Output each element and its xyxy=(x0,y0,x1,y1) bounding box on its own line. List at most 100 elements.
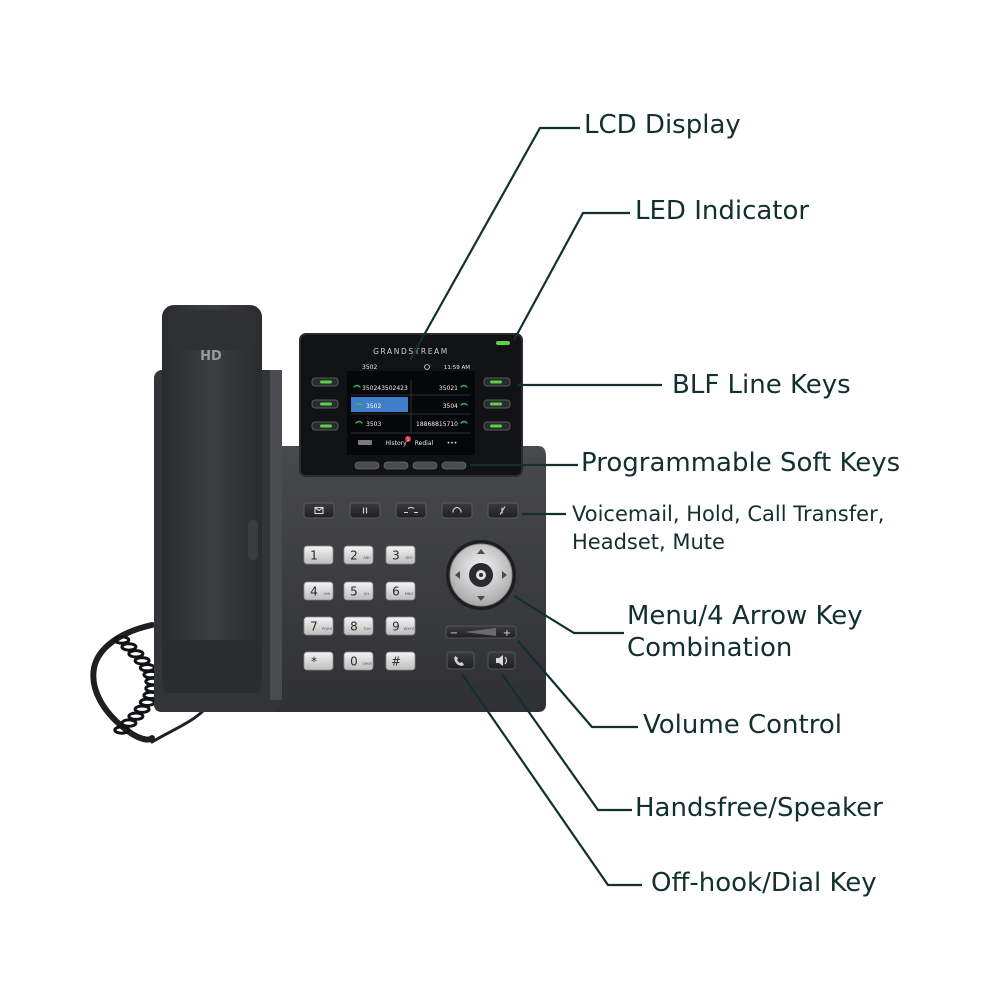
speaker-icon xyxy=(496,655,503,666)
cord-coil-loop xyxy=(138,663,156,673)
blf-key-right-3[interactable] xyxy=(483,421,511,431)
blf-key-right-1[interactable] xyxy=(483,377,511,387)
leader-menu-arrow xyxy=(513,595,624,635)
leader-off-hook xyxy=(461,673,642,887)
blf-led xyxy=(490,380,502,384)
cord-coil-loop xyxy=(127,711,145,721)
key-letters: ABC xyxy=(363,556,371,560)
label-programmable-soft-keys: Programmable Soft Keys xyxy=(581,448,901,478)
blf-key-left-2[interactable] xyxy=(311,399,339,409)
mute-icon xyxy=(499,506,506,515)
leader-led-indicator xyxy=(513,211,630,341)
leader-handsfree xyxy=(501,673,632,812)
key-digit: 8 xyxy=(350,620,358,634)
envelope-icon xyxy=(314,506,324,515)
volume-minus-icon: − xyxy=(450,628,458,639)
label-menu-arrow: Menu/4 Arrow Key Combination xyxy=(627,601,863,664)
label-menu-arrow-line1: Menu/4 Arrow Key xyxy=(627,601,863,631)
brand-logo: GRANDSTREAM xyxy=(373,347,449,356)
lcd-top-line: 3502 xyxy=(362,364,377,371)
handsfree-speaker-key[interactable] xyxy=(487,651,516,670)
mute-key[interactable] xyxy=(487,502,519,519)
leader-lcd-display xyxy=(409,126,580,361)
key-digit: 3 xyxy=(392,549,400,563)
softkey-history: History xyxy=(385,440,407,447)
key-letters: PQRS xyxy=(322,627,332,631)
keypad-key-star[interactable]: * xyxy=(303,651,334,671)
led-indicator xyxy=(496,341,510,345)
blf-key-left-3[interactable] xyxy=(311,421,339,431)
key-digit: 1 xyxy=(310,549,318,563)
leader-lines xyxy=(409,126,662,887)
cord-coil-loop xyxy=(113,635,131,645)
arrow-down-icon[interactable] xyxy=(477,596,485,601)
key-digit: * xyxy=(311,655,317,669)
key-digit: 5 xyxy=(350,585,358,599)
base-top-ridge xyxy=(270,370,282,700)
soft-key-3[interactable] xyxy=(412,461,438,470)
headset-key[interactable] xyxy=(441,502,473,519)
leader-volume-control xyxy=(517,640,638,729)
softkey-redial: Redial xyxy=(415,440,434,447)
blf-led xyxy=(490,402,502,406)
line-status-icons xyxy=(353,384,468,424)
key-digit: 4 xyxy=(310,585,318,599)
key-letters: MNO xyxy=(405,592,414,596)
key-letters: GHI xyxy=(324,592,331,596)
lcd-line-right-1: 35021 xyxy=(439,385,458,392)
arrow-right-icon[interactable] xyxy=(502,571,507,579)
blf-line-keys xyxy=(311,377,511,431)
soft-key-2[interactable] xyxy=(383,461,409,470)
label-blf-line-keys: BLF Line Keys xyxy=(672,370,851,400)
cord-coil-loop xyxy=(120,642,138,652)
transfer-icon xyxy=(404,506,418,514)
voicemail-key[interactable] xyxy=(303,502,335,519)
off-hook-dial-key[interactable] xyxy=(446,651,475,670)
label-handsfree-speaker: Handsfree/Speaker xyxy=(635,793,883,823)
softkey-more: ••• xyxy=(447,440,458,447)
pause-icon xyxy=(362,507,368,514)
history-badge: 1 xyxy=(407,437,410,442)
hold-key[interactable] xyxy=(349,502,381,519)
soft-key-1[interactable] xyxy=(354,461,380,470)
key-digit: 6 xyxy=(392,585,400,599)
key-letters: DEF xyxy=(405,556,412,560)
lcd-line-right-3: 18868815710 xyxy=(416,421,458,428)
volume-plus-icon: + xyxy=(503,628,511,639)
transfer-key[interactable] xyxy=(395,502,427,519)
keypad-key-hash[interactable]: # xyxy=(385,651,416,671)
programmable-soft-keys xyxy=(354,461,467,470)
arrow-left-icon[interactable] xyxy=(455,571,460,579)
key-digit: # xyxy=(391,655,401,669)
blf-key-left-1[interactable] xyxy=(311,377,339,387)
soft-key-4[interactable] xyxy=(441,461,467,470)
label-led-indicator: LED Indicator xyxy=(635,196,810,226)
label-volume-control: Volume Control xyxy=(643,710,842,740)
navigation-cluster[interactable] xyxy=(446,540,516,610)
blf-key-right-2[interactable] xyxy=(483,399,511,409)
lcd-line-right-2: 3504 xyxy=(443,403,458,410)
keypad-key-1[interactable]: 1 xyxy=(303,545,334,565)
headset-icon xyxy=(452,506,462,513)
volume-control[interactable] xyxy=(445,625,517,639)
key-letters: TUV xyxy=(362,627,371,631)
lcd-line-left-3: 3503 xyxy=(366,421,381,428)
handset xyxy=(162,305,262,693)
label-menu-arrow-line2: Combination xyxy=(627,632,793,663)
lcd-line-left-1: 3502435024​23 xyxy=(362,385,408,392)
label-function-keys-line1: Voicemail, Hold, Call Transfer, xyxy=(572,502,885,526)
cord-coil-loop xyxy=(120,718,138,728)
arrow-up-icon[interactable] xyxy=(477,549,485,554)
key-letters: OPER xyxy=(362,662,372,666)
